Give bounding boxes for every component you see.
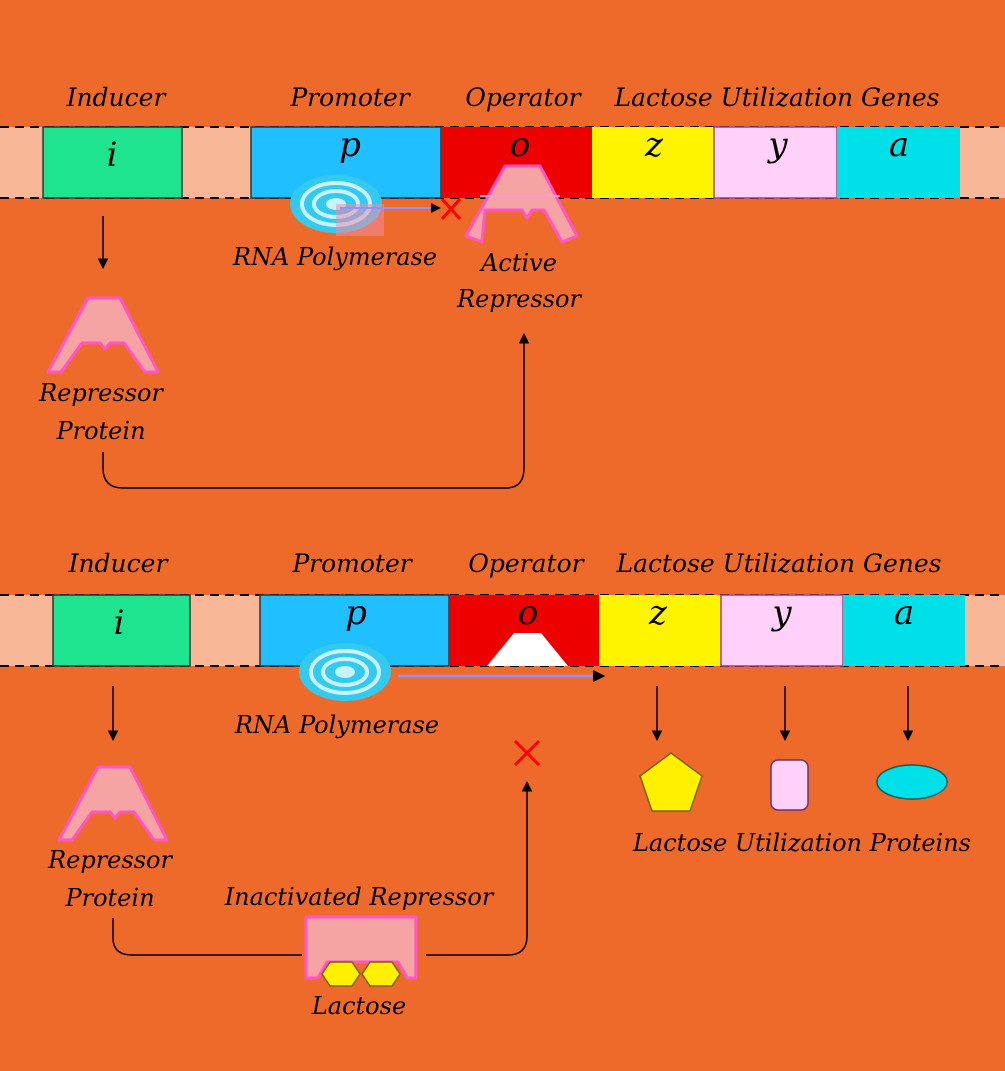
ellipse-protein-icon [876, 764, 948, 800]
gene-z-letter: z [644, 125, 664, 165]
top-rna-polymerase-label: RNA Polymerase [232, 243, 437, 271]
bottom-repressor-label-line2: Protein [64, 884, 154, 912]
gene-y-letter: y [770, 593, 792, 633]
blocked-x-icon [440, 197, 462, 221]
bottom-header-promoter: Promoter [291, 549, 413, 578]
bottom-panel: Inducer Promoter Operator Lactose Utiliz… [0, 549, 1005, 1020]
rna-polymerase-icon [299, 643, 391, 701]
gene-o-letter: o [510, 125, 530, 165]
inactivated-repressor-label: Inactivated Repressor [224, 883, 495, 911]
top-panel: Inducer Promoter Operator Lactose Utiliz… [0, 83, 1005, 489]
repressor-protein-icon [46, 296, 160, 374]
bottom-connector-to-operator [426, 780, 533, 956]
gene-i-box [52, 594, 191, 667]
bottom-repressor-connector [112, 918, 302, 956]
top-header-genes: Lactose Utilization Genes [614, 83, 940, 112]
lactose-utilization-proteins-label: Lactose Utilization Proteins [632, 829, 971, 857]
gene-a-box [843, 595, 965, 666]
gene-a-letter: a [889, 125, 909, 165]
bottom-header-operator: Operator [468, 549, 585, 578]
pentagon-protein-icon [639, 752, 703, 812]
top-repressor-connector [102, 332, 530, 489]
gene-i-letter: i [107, 135, 118, 175]
bottom-repressor-label-line1: Repressor [47, 846, 173, 874]
top-header-operator: Operator [465, 83, 582, 112]
gene-i-box [42, 126, 183, 199]
blocked-x-icon [513, 739, 541, 767]
active-repressor-label-line2: Repressor [456, 285, 582, 313]
gene-a-letter: a [894, 593, 914, 633]
repressor-protein-icon [57, 765, 169, 842]
gene-a-box [837, 127, 960, 198]
rna-polymerase-icon [290, 175, 384, 236]
top-repressor-label-line2: Protein [55, 417, 145, 445]
top-dna-strand: i p o z y a [0, 125, 1005, 199]
gene-z-letter: z [648, 593, 668, 633]
bottom-rna-polymerase-label: RNA Polymerase [234, 711, 439, 739]
active-repressor-icon [464, 164, 579, 244]
bottom-header-genes: Lactose Utilization Genes [616, 549, 942, 578]
gene-z-box [599, 595, 721, 666]
gene-p-letter: p [345, 593, 367, 633]
gene-p-letter: p [339, 125, 361, 165]
gene-o-letter: o [518, 593, 538, 633]
top-header-inducer: Inducer [66, 83, 168, 112]
operator-empty-site-icon [487, 633, 568, 666]
gene-y-box [713, 126, 838, 199]
gene-y-box [720, 594, 844, 667]
inactivated-repressor-icon [304, 915, 418, 980]
gene-z-box [592, 127, 714, 198]
gene-i-letter: i [114, 603, 125, 643]
active-repressor-label-line1: Active [479, 249, 557, 277]
bottom-dna-strand: i p o z y a [0, 593, 1005, 667]
top-header-promoter: Promoter [289, 83, 411, 112]
top-repressor-label-line1: Repressor [38, 379, 164, 407]
bottom-header-inducer: Inducer [68, 549, 170, 578]
lactose-icon [321, 961, 401, 987]
gene-y-letter: y [766, 125, 788, 165]
lactose-label: Lactose [311, 992, 406, 1020]
rounded-rect-protein-icon [770, 759, 809, 811]
